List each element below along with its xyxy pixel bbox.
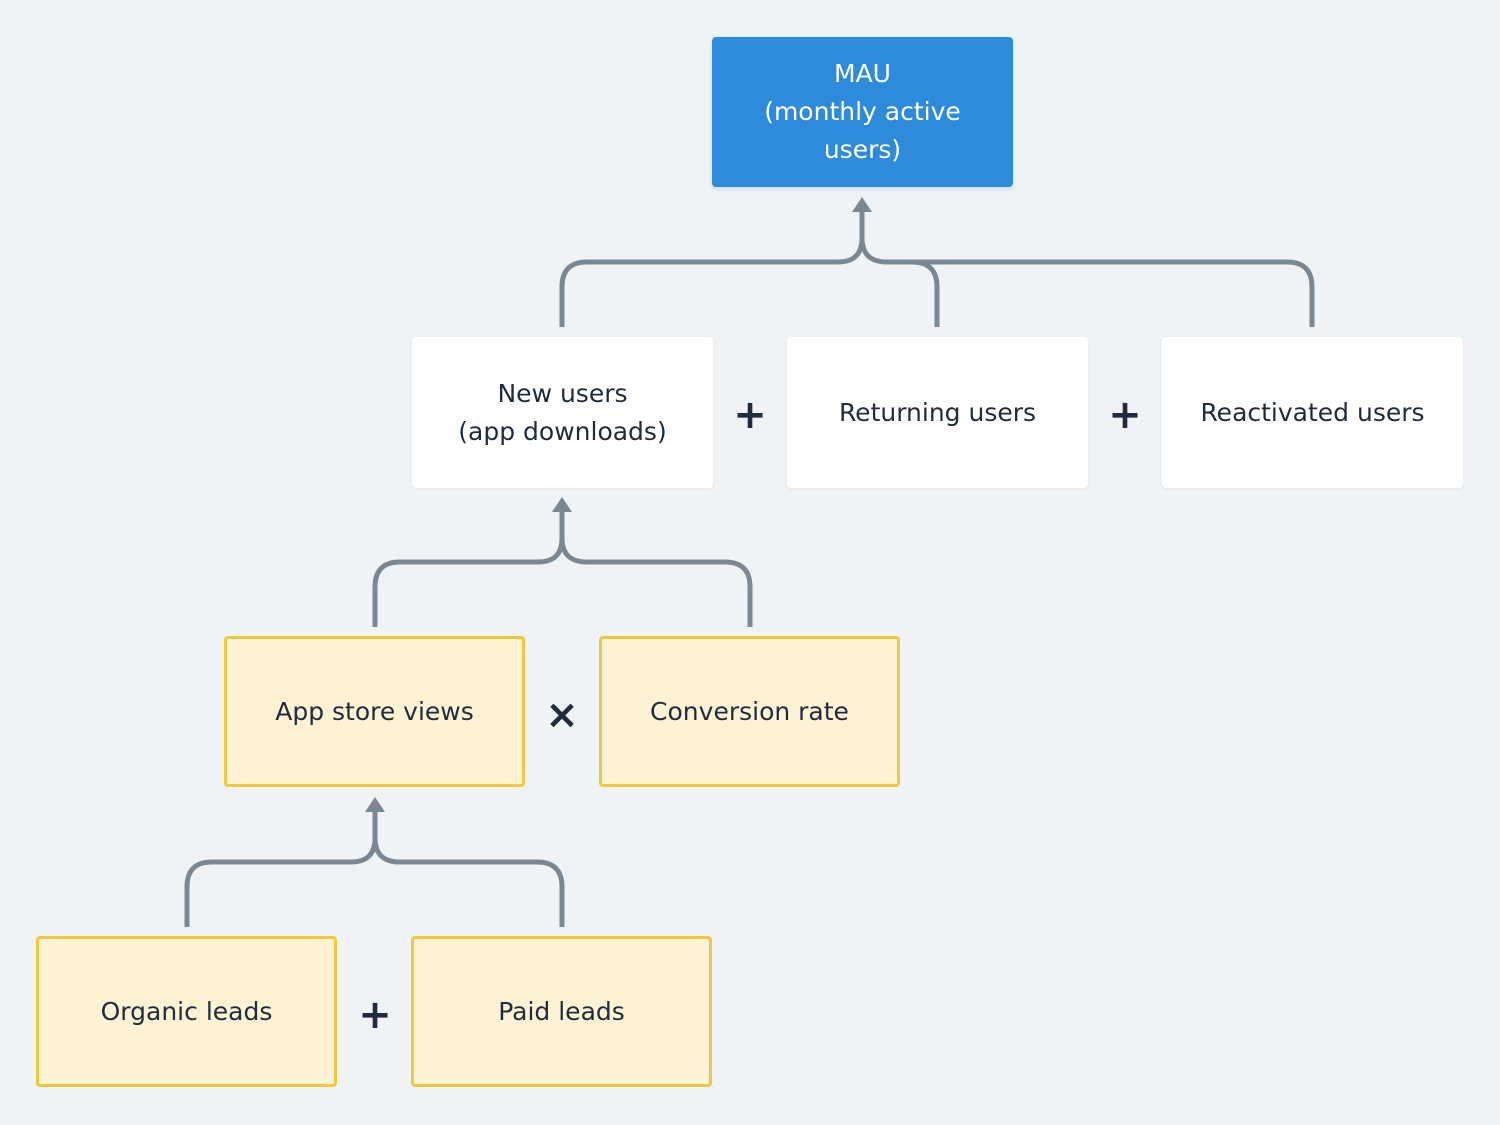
node-app-store-views-label: App store views xyxy=(275,696,474,726)
operator-plus-organic-paid: + xyxy=(358,992,392,1038)
node-app-store-views[interactable]: App store views xyxy=(224,636,525,787)
node-mau-label: MAU (monthly active users) xyxy=(764,59,961,164)
node-paid-leads[interactable]: Paid leads xyxy=(411,936,712,1087)
arrowhead-app-store-views xyxy=(365,797,385,812)
node-returning-users-label: Returning users xyxy=(838,397,1037,427)
node-conversion-rate[interactable]: Conversion rate xyxy=(599,636,900,787)
node-organic-leads[interactable]: Organic leads xyxy=(36,936,337,1087)
node-mau[interactable]: MAU (monthly active users) xyxy=(712,37,1013,187)
connector-bracket-app-store-views xyxy=(184,810,565,927)
node-conversion-rate-label: Conversion rate xyxy=(650,696,849,726)
operator-plus-returning-reactivated: + xyxy=(1108,392,1142,438)
node-reactivated-users-label: Reactivated users xyxy=(1200,397,1425,427)
connector-bracket-mau xyxy=(559,210,1315,327)
arrowhead-new-users xyxy=(552,497,572,512)
arrowhead-mau xyxy=(852,197,872,212)
node-reactivated-users[interactable]: Reactivated users xyxy=(1162,337,1463,488)
node-new-users-label: New users (app downloads) xyxy=(458,378,667,446)
operator-plus-new-returning: + xyxy=(733,392,767,438)
operator-times-views-conversion: × xyxy=(545,692,579,738)
node-new-users[interactable]: New users (app downloads) xyxy=(412,337,713,488)
node-organic-leads-label: Organic leads xyxy=(100,996,273,1026)
connector-bracket-new-users xyxy=(372,510,753,627)
node-returning-users[interactable]: Returning users xyxy=(787,337,1088,488)
node-paid-leads-label: Paid leads xyxy=(498,996,625,1026)
